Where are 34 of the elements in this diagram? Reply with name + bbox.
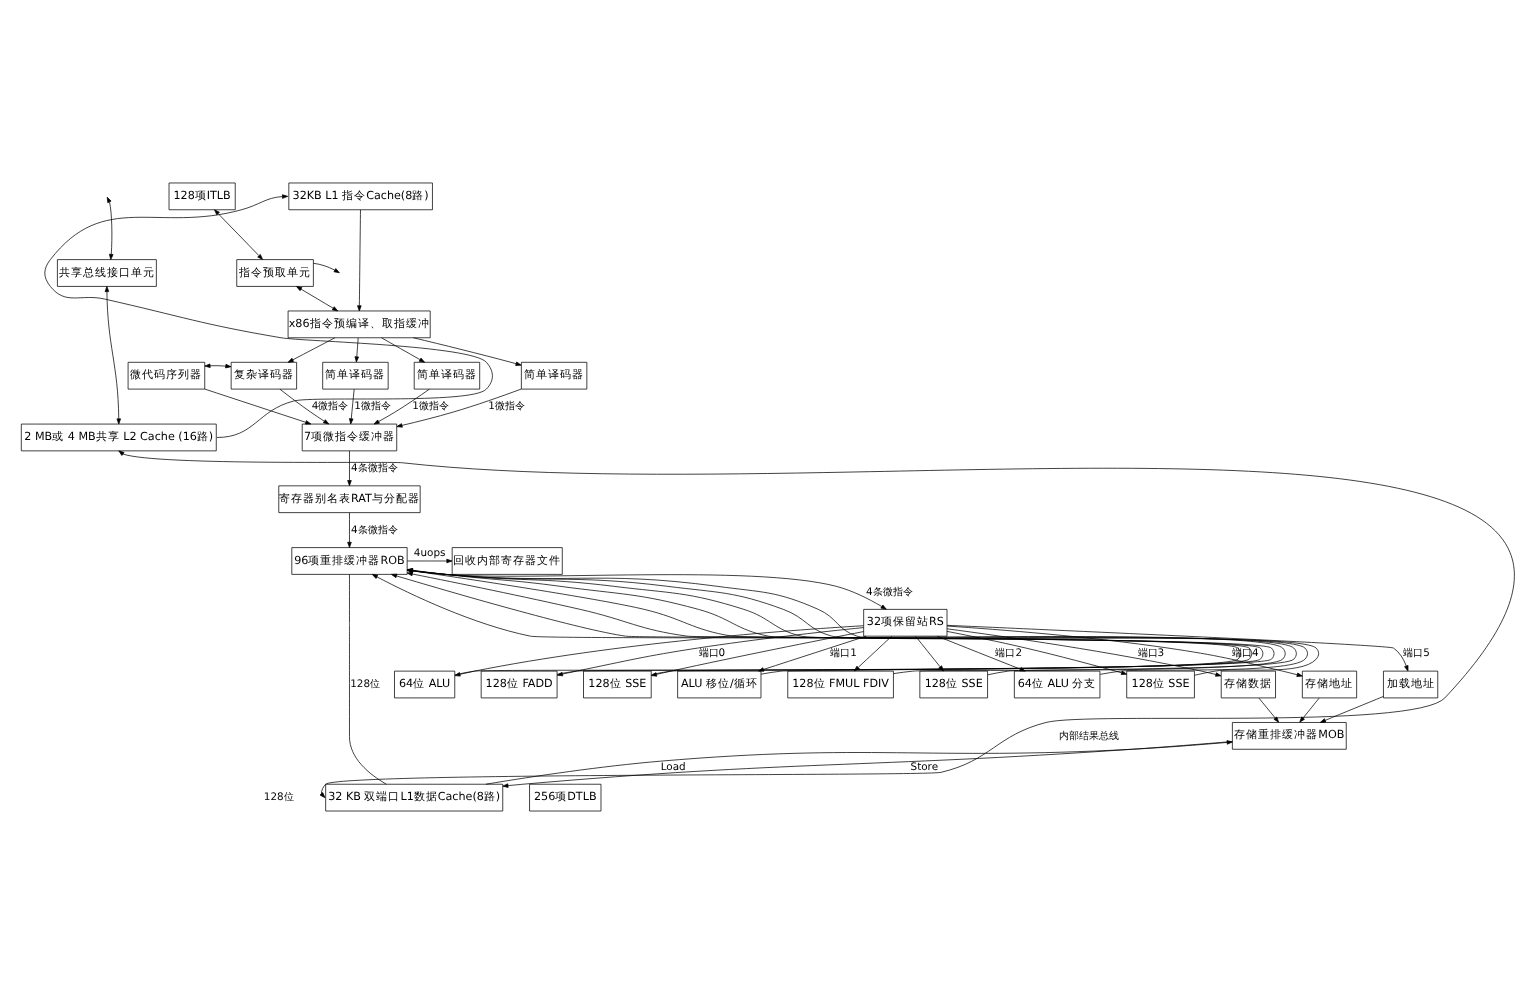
connector — [349, 574, 387, 785]
arrow — [1299, 697, 1320, 723]
arrow — [381, 337, 425, 363]
arrow — [1258, 697, 1280, 723]
arrow — [347, 450, 352, 487]
arrow — [946, 631, 1128, 675]
arrow — [406, 569, 887, 610]
arrow — [214, 209, 263, 260]
arrow — [354, 337, 359, 363]
arrow — [373, 388, 430, 425]
arrow — [556, 627, 865, 677]
arrow — [296, 286, 339, 312]
arrow — [349, 388, 355, 425]
arrow — [946, 624, 1409, 672]
arrow — [313, 262, 340, 274]
arrow — [279, 388, 330, 425]
arrow — [106, 196, 114, 260]
arrow — [104, 286, 121, 425]
arrow — [946, 628, 1222, 677]
arrow — [1319, 696, 1384, 723]
arrow — [650, 631, 864, 677]
arrow — [406, 558, 453, 564]
arrow — [357, 209, 362, 312]
arrow — [204, 363, 232, 369]
arrow — [454, 625, 864, 677]
arrow — [204, 388, 312, 425]
arrow — [853, 635, 892, 672]
arrow — [347, 512, 352, 548]
arrow — [946, 625, 1303, 677]
arrow — [44, 194, 493, 438]
arrow — [118, 450, 1514, 798]
arrow — [413, 337, 522, 366]
arrow — [396, 388, 522, 428]
arrow — [287, 337, 336, 363]
